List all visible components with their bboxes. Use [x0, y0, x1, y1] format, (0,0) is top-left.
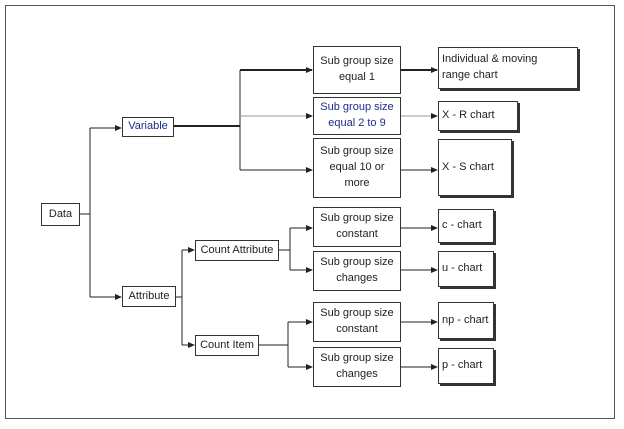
chart-label: c - chart: [442, 219, 482, 232]
chart-np: np - chart: [438, 302, 494, 339]
chart-label: X - S chart: [442, 160, 494, 173]
condition-label: Sub group size changes: [320, 256, 394, 284]
node-attribute-label: Attribute: [128, 289, 170, 302]
node-variable-label: Variable: [128, 120, 168, 133]
chart-label: p - chart: [442, 359, 483, 372]
chart-individual-moving-range: Individual & moving range chart: [438, 47, 578, 89]
chart-x-r: X - R chart: [438, 101, 518, 131]
condition-label: Sub group size constant: [320, 307, 394, 335]
node-data: Data: [41, 203, 80, 226]
chart-label: np - chart: [442, 313, 489, 326]
chart-label: Individual & moving range chart: [442, 53, 538, 81]
condition-variable-2: Sub group size equal 2 to 9: [313, 97, 401, 135]
condition-count-item-1: Sub group size constant: [313, 302, 401, 342]
node-count-item-label: Count Item: [200, 338, 254, 351]
condition-label: Sub group size constant: [320, 212, 394, 240]
condition-variable-1: Sub group size equal 1: [313, 46, 401, 94]
condition-label: Sub group size equal 1: [320, 55, 394, 83]
condition-label: Sub group size equal 2 to 9: [320, 101, 394, 129]
node-count-item: Count Item: [195, 335, 259, 356]
chart-x-s: X - S chart: [438, 139, 512, 196]
node-count-attribute: Count Attribute: [195, 240, 279, 261]
chart-c: c - chart: [438, 209, 494, 243]
node-count-attribute-label: Count Attribute: [200, 243, 274, 256]
condition-count-item-2: Sub group size changes: [313, 347, 401, 387]
chart-u: u - chart: [438, 251, 494, 287]
condition-count-attribute-1: Sub group size constant: [313, 207, 401, 247]
node-variable: Variable: [122, 117, 174, 137]
chart-p: p - chart: [438, 348, 494, 384]
node-attribute: Attribute: [122, 286, 176, 307]
condition-count-attribute-2: Sub group size changes: [313, 251, 401, 291]
chart-label: X - R chart: [442, 109, 495, 122]
chart-label: u - chart: [442, 262, 483, 275]
condition-variable-3: Sub group size equal 10 or more: [313, 138, 401, 198]
node-data-label: Data: [48, 207, 73, 220]
condition-label: Sub group size equal 10 or more: [320, 145, 394, 189]
condition-label: Sub group size changes: [320, 352, 394, 380]
